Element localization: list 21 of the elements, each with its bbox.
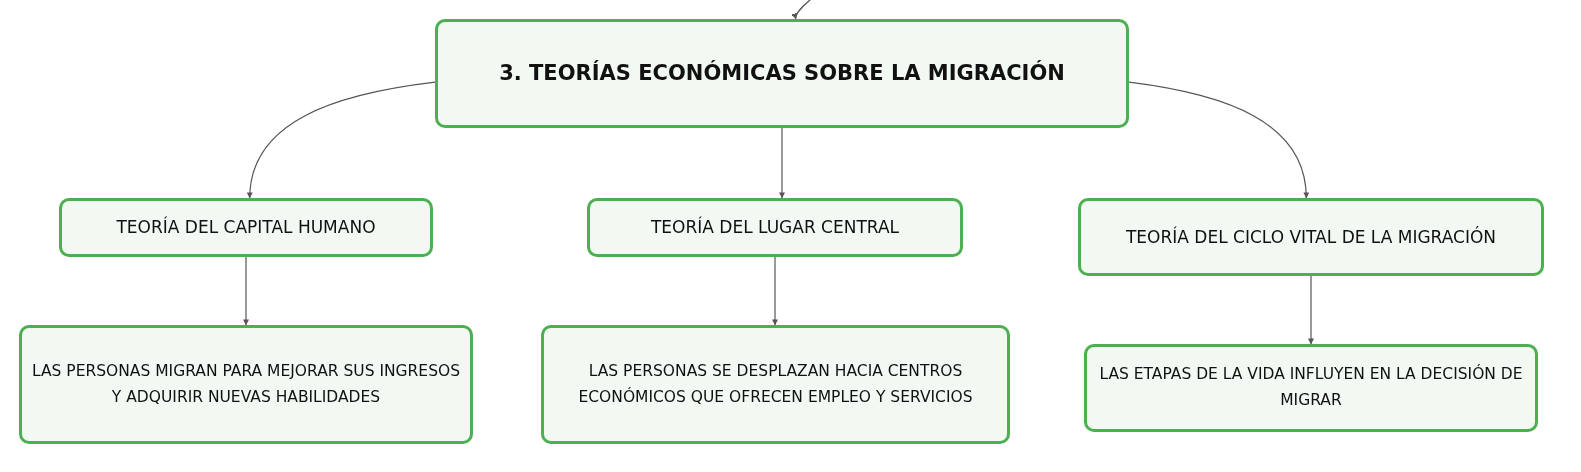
- arrow: [792, 0, 813, 20]
- topic-box: [435, 19, 1129, 128]
- description-box: [1084, 344, 1538, 432]
- arrow: [772, 256, 778, 326]
- arrow: [779, 127, 785, 199]
- arrow: [247, 81, 436, 199]
- theory-name: TEORÍA DEL CAPITAL HUMANO: [116, 215, 376, 240]
- description-text: LAS PERSONAS SE DESPLAZAN HACIA CENTROS ECONÓMICOS QUE OFRECEN EMPLEO Y SERVICIOS: [577, 360, 974, 408]
- arrow: [1128, 81, 1309, 199]
- topic-title: 3. TEORÍAS ECONÓMICAS SOBRE LA MIGRACIÓN: [499, 59, 1065, 88]
- theory-name: TEORÍA DEL CICLO VITAL DE LA MIGRACIÓN: [1125, 225, 1497, 249]
- theory-box: [59, 198, 433, 257]
- arrow: [1308, 275, 1314, 345]
- description-box: [19, 325, 473, 444]
- theory-box: [1078, 198, 1544, 276]
- theory-name: TEORÍA DEL LUGAR CENTRAL: [650, 215, 900, 240]
- description-box: [541, 325, 1010, 444]
- arrow: [243, 256, 249, 326]
- theory-box: [587, 198, 963, 257]
- description-text: LAS ETAPAS DE LA VIDA INFLUYEN EN LA DECISIÓN DE MIGRAR: [1098, 363, 1524, 411]
- description-text: LAS PERSONAS MIGRAN PARA MEJORAR SUS INGRESOS Y ADQUIRIR NUEVAS HABILIDADES: [30, 360, 462, 408]
